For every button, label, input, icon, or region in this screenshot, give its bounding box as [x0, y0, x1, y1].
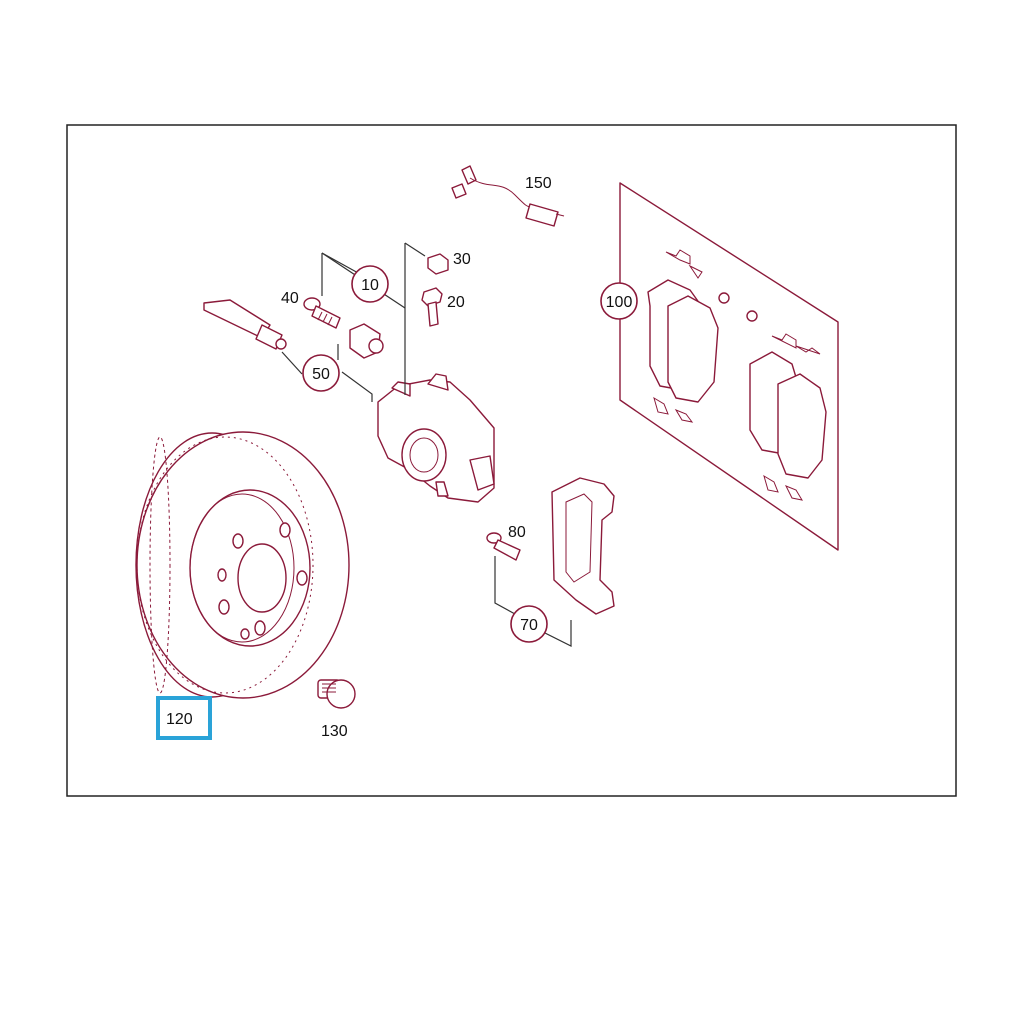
bleeder-screw[interactable]	[421, 287, 443, 327]
guide-cap[interactable]	[349, 323, 384, 359]
bleeder-cap[interactable]	[427, 253, 449, 275]
brake-disc[interactable]	[135, 431, 350, 699]
highlight-box	[156, 696, 212, 740]
grease-tube[interactable]	[203, 299, 287, 350]
label-70[interactable]: 70	[520, 617, 538, 634]
label-50[interactable]: 50	[312, 366, 330, 383]
label-120[interactable]: 120	[166, 711, 193, 728]
label-40[interactable]: 40	[281, 290, 299, 307]
label-100[interactable]: 100	[606, 294, 633, 311]
label-80[interactable]: 80	[508, 524, 526, 541]
label-130[interactable]: 130	[321, 723, 348, 740]
brake-pad-set[interactable]	[619, 182, 839, 551]
guide-bolt[interactable]	[303, 297, 341, 329]
carrier-bolt[interactable]	[486, 532, 521, 561]
label-30[interactable]: 30	[453, 251, 471, 268]
label-20[interactable]: 20	[447, 294, 465, 311]
callouts	[302, 265, 638, 643]
brake-caliper[interactable]	[377, 373, 495, 503]
caliper-carrier[interactable]	[551, 477, 615, 615]
label-10[interactable]: 10	[361, 277, 379, 294]
disc-screw[interactable]	[317, 679, 356, 709]
label-150[interactable]: 150	[525, 175, 552, 192]
wear-sensor[interactable]	[451, 165, 565, 227]
